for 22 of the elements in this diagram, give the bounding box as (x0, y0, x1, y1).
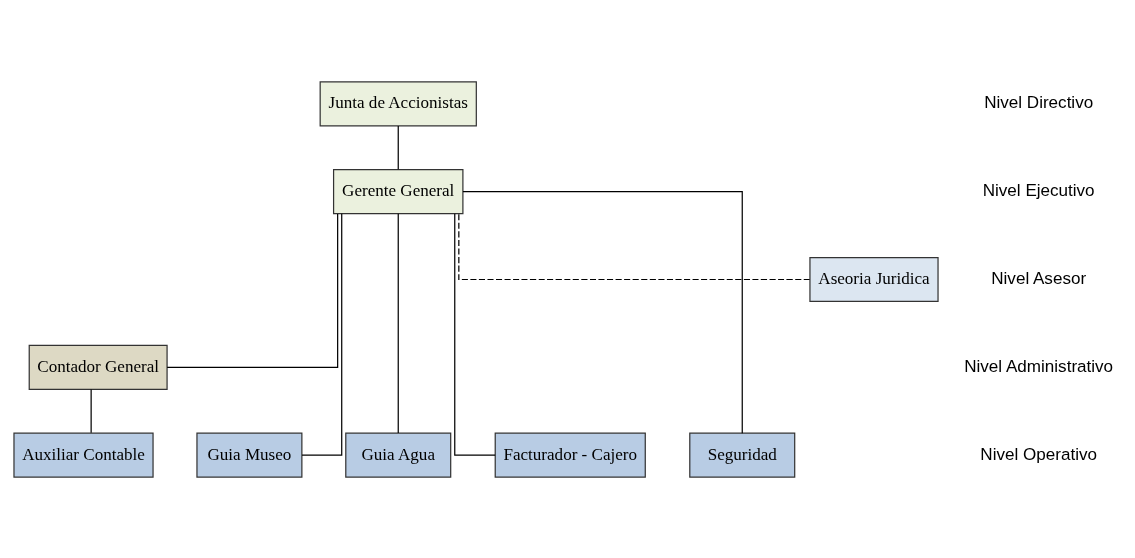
connector (462, 190, 743, 434)
label: Nivel Ejecutivo (982, 180, 1095, 200)
label: Nivel Directivo (984, 92, 1094, 112)
label: Nivel Operativo (980, 444, 1097, 464)
node-box: Gerente General (332, 168, 464, 214)
node-box: Junta de Accionistas (319, 80, 477, 126)
connector (458, 212, 811, 280)
node-box: Guia Museo (196, 432, 303, 478)
node-box: Seguridad (689, 432, 796, 478)
node-box: Guia Agua (345, 432, 452, 478)
connector (397, 124, 399, 170)
connector (397, 212, 399, 434)
connector (301, 212, 343, 456)
node-box: Contador General (28, 344, 168, 390)
node-box: Facturador - Cajero (494, 432, 646, 478)
node-box: Auxiliar Contable (13, 432, 154, 478)
label: Nivel Administrativo (964, 356, 1114, 376)
connector (90, 388, 92, 433)
connector (454, 212, 496, 456)
label: Nivel Asesor (991, 268, 1087, 288)
connector (166, 212, 339, 368)
node-box: Aseoria Juridica (809, 256, 939, 302)
